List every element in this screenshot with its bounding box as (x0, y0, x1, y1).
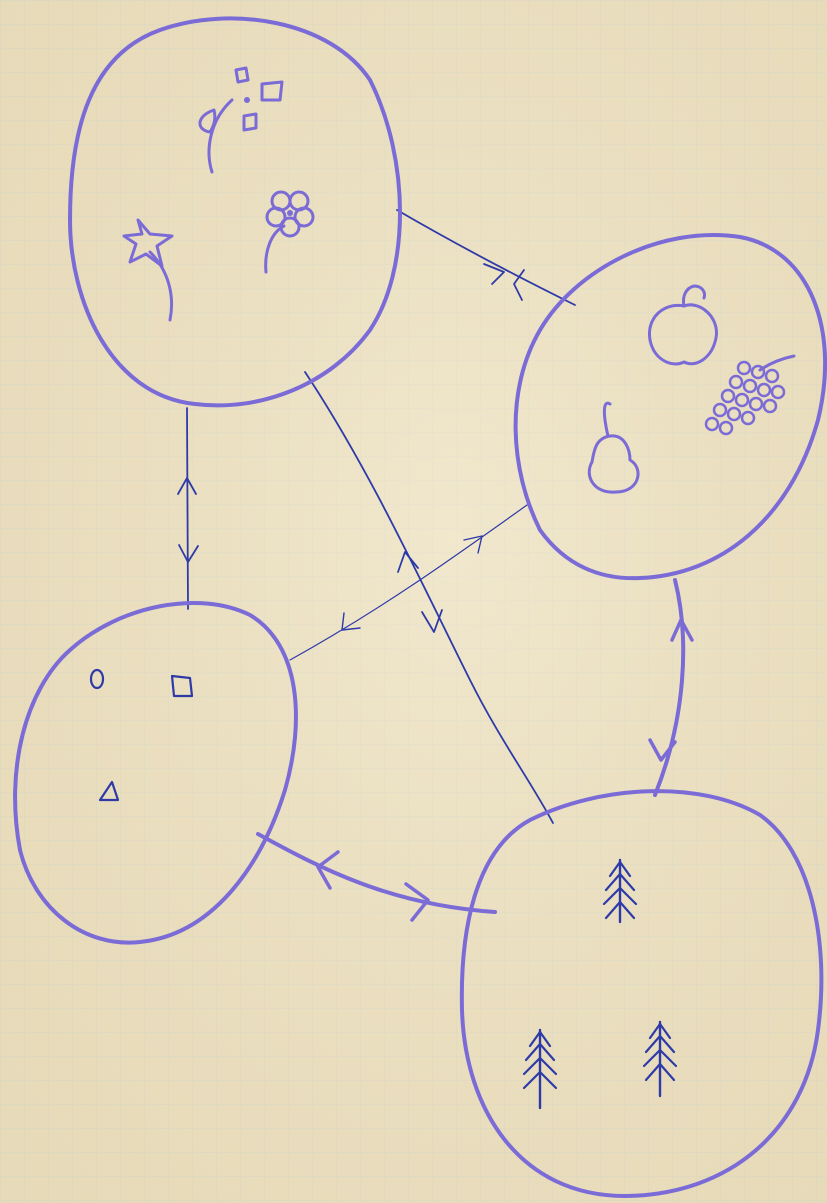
paper-aging (0, 0, 827, 1203)
graph-paper-sheet (0, 0, 827, 1203)
diagram-canvas (0, 0, 827, 1203)
